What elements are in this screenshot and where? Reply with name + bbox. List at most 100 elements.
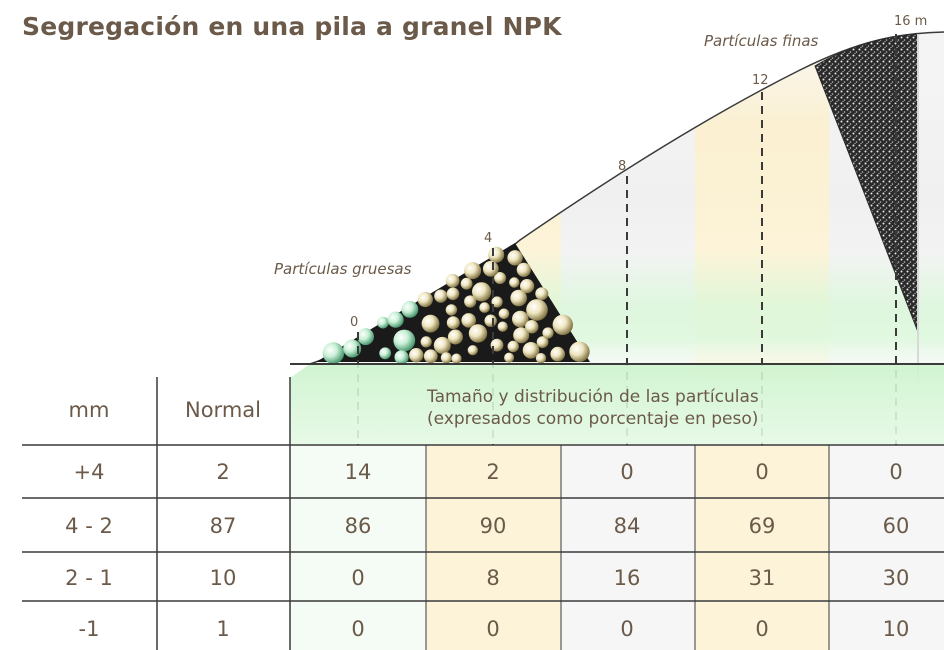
row-value: 86 [345, 514, 372, 538]
granule [460, 277, 473, 290]
row-value: 2 [486, 460, 499, 484]
table-grid [22, 363, 944, 650]
marker-16: 16 m [894, 14, 927, 29]
row-value: 8 [486, 566, 499, 590]
granule [446, 316, 460, 330]
row-mm: +4 [74, 460, 105, 484]
marker-8: 8 [618, 159, 626, 174]
fine-label: Partículas finas [704, 32, 819, 50]
row-value: 0 [486, 617, 499, 641]
row-value: 90 [480, 514, 507, 538]
marker-12: 12 [752, 73, 769, 88]
row-value: 84 [614, 514, 641, 538]
table-row: 4 - 2 87 86 90 84 69 60 [65, 514, 909, 538]
granule [535, 353, 547, 364]
granule [482, 260, 499, 277]
granule [445, 304, 458, 316]
row-mm: -1 [79, 617, 100, 641]
granule [343, 339, 362, 358]
row-value: 0 [620, 460, 633, 484]
row-value: 0 [351, 617, 364, 641]
granule [417, 291, 433, 308]
marker-0: 0 [350, 315, 358, 330]
granule [550, 346, 565, 362]
granule [467, 345, 478, 356]
table-tints [290, 364, 944, 650]
granule [552, 314, 573, 335]
granule [522, 342, 540, 359]
coarse-particles [316, 243, 590, 365]
granule [409, 348, 424, 363]
row-normal: 10 [210, 566, 237, 590]
row-value: 0 [755, 617, 768, 641]
row-value: 0 [889, 460, 902, 484]
row-value: 69 [749, 514, 776, 538]
granule [494, 272, 507, 284]
granule [357, 328, 374, 346]
row-value: 60 [883, 514, 910, 538]
granule [504, 352, 515, 363]
granule [513, 327, 530, 344]
granule [322, 342, 345, 364]
table-row: -1 1 0 0 0 0 10 [79, 617, 910, 641]
granule [423, 349, 438, 364]
granule [401, 301, 419, 318]
granule [451, 353, 462, 364]
granule [542, 327, 554, 339]
row-value: 0 [351, 566, 364, 590]
granule [510, 289, 527, 307]
row-value: 0 [620, 617, 633, 641]
marker-4: 4 [484, 231, 492, 246]
granule [434, 289, 448, 303]
granule [446, 287, 460, 301]
granule [507, 250, 523, 266]
row-value: 30 [883, 566, 910, 590]
granule [507, 340, 519, 353]
row-mm: 2 - 1 [65, 566, 113, 590]
granule [433, 336, 451, 354]
granule [468, 324, 488, 343]
granule [393, 329, 416, 352]
row-value: 14 [345, 460, 372, 484]
row-normal: 1 [216, 617, 229, 641]
granule [394, 350, 409, 365]
row-value: 31 [749, 566, 776, 590]
row-mm: 4 - 2 [65, 514, 113, 538]
granule [377, 316, 389, 329]
granule [497, 321, 508, 332]
row-value: 16 [614, 566, 641, 590]
granule [420, 336, 432, 348]
row-normal: 87 [210, 514, 237, 538]
granule [520, 279, 535, 294]
granule [526, 299, 548, 321]
granule [484, 314, 497, 327]
granule [509, 277, 520, 288]
row-value: 10 [883, 617, 910, 641]
table-row: 2 - 1 10 0 8 16 31 30 [65, 566, 909, 590]
granule [472, 282, 492, 302]
granule [464, 262, 482, 280]
granule [421, 314, 440, 333]
row-value: 0 [755, 460, 768, 484]
granule [379, 347, 392, 360]
granule [461, 313, 477, 328]
granule [512, 310, 529, 328]
distribution-title-line1: Tamaño y distribución de las partículas [426, 387, 759, 407]
granule [536, 336, 549, 348]
granule [479, 302, 490, 313]
granule [387, 311, 404, 328]
granule [447, 329, 463, 345]
granule [491, 296, 503, 308]
granule [498, 308, 510, 320]
page-title: Segregación en una pila a granel NPK [22, 12, 562, 41]
granule [445, 273, 460, 288]
granule [525, 320, 539, 334]
granule [488, 246, 505, 263]
granule [516, 262, 531, 277]
coarse-label: Partículas gruesas [274, 260, 412, 278]
granule [464, 295, 477, 308]
granule [569, 341, 590, 362]
table-row: +4 2 14 2 0 0 0 [74, 460, 903, 484]
row-normal: 2 [216, 460, 229, 484]
